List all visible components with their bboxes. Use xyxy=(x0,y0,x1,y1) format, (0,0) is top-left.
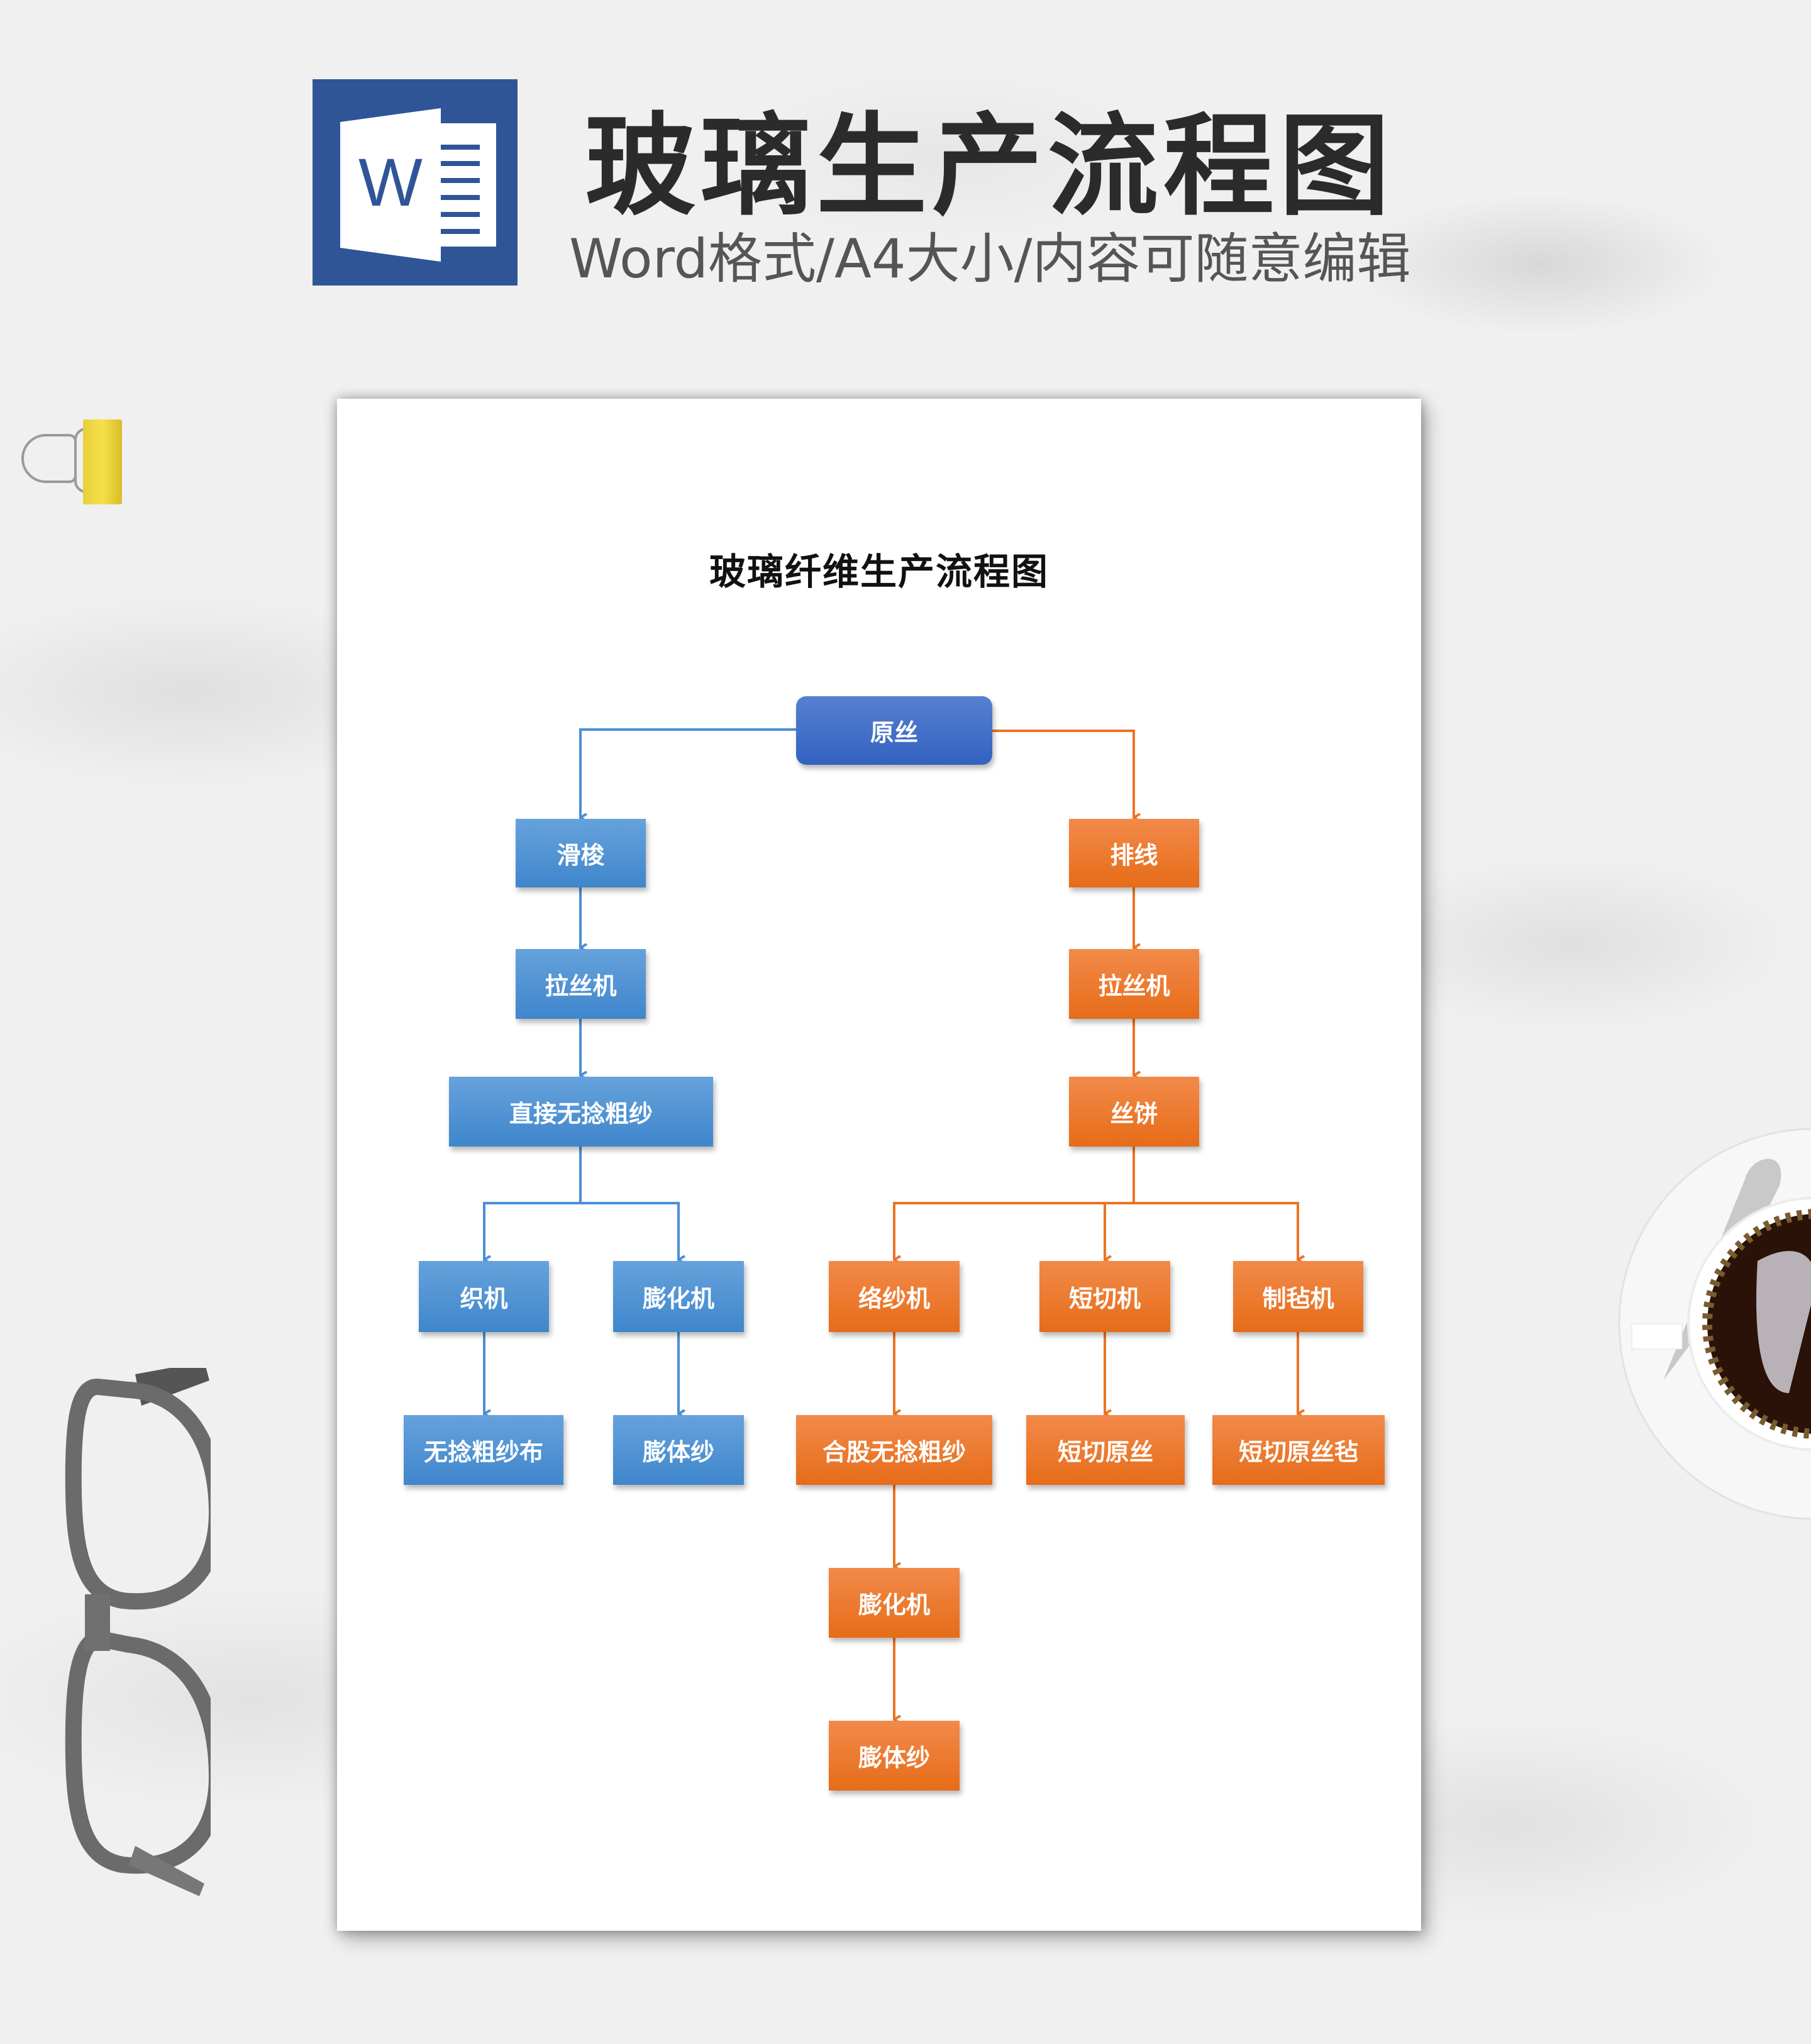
word-icon-line xyxy=(441,178,480,183)
word-icon-line xyxy=(441,229,480,234)
node-duanqie-yuansi[interactable]: 短切原丝 xyxy=(1026,1415,1185,1485)
node-wunian-cusha-bu[interactable]: 无捻粗纱布 xyxy=(404,1415,563,1485)
word-icon-page xyxy=(441,123,496,247)
coffee-cup-icon xyxy=(1618,1128,1811,1520)
node-yuansi[interactable]: 原丝 xyxy=(796,696,992,765)
page-title: 玻璃生产流程图 xyxy=(585,102,1395,231)
word-icon-cover xyxy=(340,108,441,262)
node-penghuaji-left[interactable]: 膨化机 xyxy=(613,1261,744,1332)
word-icon-letter: W xyxy=(358,144,423,220)
node-paixian[interactable]: 排线 xyxy=(1069,819,1199,887)
node-lasiji-right[interactable]: 拉丝机 xyxy=(1069,949,1199,1019)
node-zhizhanji[interactable]: 制毡机 xyxy=(1233,1261,1363,1332)
node-lasiji-left[interactable]: 拉丝机 xyxy=(516,949,646,1019)
node-huasuo[interactable]: 滑梭 xyxy=(516,819,646,887)
node-duanqie-yuansi-zhan[interactable]: 短切原丝毡 xyxy=(1212,1415,1385,1485)
word-icon-line xyxy=(441,145,480,150)
node-pengtisha-left[interactable]: 膨体纱 xyxy=(613,1415,744,1485)
clip-wire xyxy=(21,434,77,483)
node-penghuaji-right[interactable]: 膨化机 xyxy=(829,1568,960,1638)
binder-clip-icon xyxy=(19,409,126,504)
word-icon-line xyxy=(441,161,480,166)
eyeglasses-icon xyxy=(65,1368,211,1896)
word-icon-line xyxy=(441,212,480,217)
clip-body xyxy=(83,419,122,504)
document-title: 玻璃纤维生产流程图 xyxy=(709,550,1049,593)
document-page: 玻璃纤维生产流程图 xyxy=(337,399,1421,1931)
node-hegu-wunian-cusha[interactable]: 合股无捻粗纱 xyxy=(796,1415,992,1485)
node-sibing[interactable]: 丝饼 xyxy=(1069,1077,1199,1147)
node-luoshaji[interactable]: 络纱机 xyxy=(829,1261,960,1332)
page-subtitle: Word格式/A4大小/内容可随意编辑 xyxy=(569,228,1411,291)
node-zhijie-wunian-cusha[interactable]: 直接无捻粗纱 xyxy=(449,1077,713,1147)
word-app-icon: W xyxy=(313,79,518,286)
node-duanqieji[interactable]: 短切机 xyxy=(1039,1261,1170,1332)
node-zhiji[interactable]: 织机 xyxy=(419,1261,549,1332)
word-icon-line xyxy=(441,195,480,200)
node-pengtisha-right[interactable]: 膨体纱 xyxy=(829,1721,960,1791)
